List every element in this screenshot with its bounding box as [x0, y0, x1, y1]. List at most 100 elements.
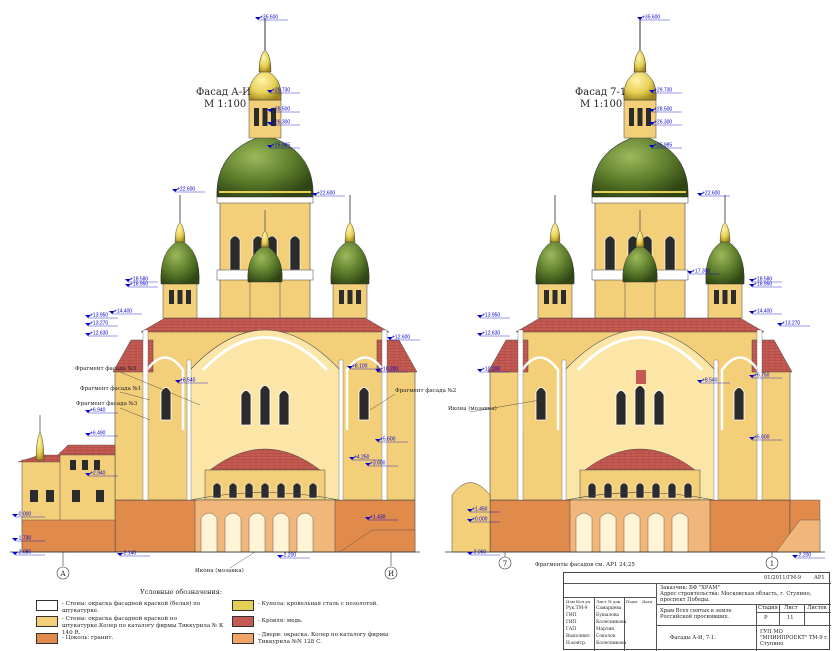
level-marker-icon	[12, 538, 18, 541]
level-label: +3.600	[370, 461, 386, 467]
callout-icon-left: Икона (мозаика)	[195, 567, 244, 574]
legend-swatch-dome	[232, 600, 254, 611]
level-label: +8.540	[702, 378, 718, 384]
level-label: -2.080	[17, 550, 31, 556]
level-marker-icon	[477, 369, 483, 372]
level-marker-icon	[267, 90, 273, 93]
level-label: +13.950	[90, 313, 108, 319]
stamp-role-3: ГАП	[566, 627, 577, 632]
level-label: +28.500	[272, 107, 290, 113]
legend-text-roof: - Кровля: медь.	[258, 618, 303, 624]
level-marker-icon	[649, 109, 655, 112]
stamp-col-sign: Подп.	[626, 599, 639, 604]
level-marker-icon	[267, 109, 273, 112]
stamp-sheets-label: Листов	[807, 605, 827, 611]
annex-left	[17, 415, 416, 553]
axis-1-label: 1	[770, 560, 774, 568]
level-marker-icon	[85, 315, 91, 318]
stamp-name-0: Самарцева	[596, 606, 622, 611]
level-marker-icon	[85, 473, 91, 476]
level-label: +25.985	[654, 143, 672, 149]
level-label: +1.430	[370, 515, 386, 521]
level-marker-icon	[365, 463, 371, 466]
level-marker-icon	[467, 519, 473, 522]
callout-frag2: Фрагмент фасада №2	[395, 387, 456, 394]
stamp-col-list: Лист	[596, 599, 607, 604]
level-label: -1.730	[17, 536, 31, 542]
level-label: +4.250	[354, 455, 370, 461]
stamp-code: 01/2011/ГМ-9	[764, 575, 802, 581]
callout-icon-right: Икона (мозаика)	[448, 405, 497, 412]
level-marker-icon	[349, 457, 355, 460]
facade-left-title: Фасад А-И	[196, 87, 251, 98]
stamp-col-koluch: Кол.уч	[576, 599, 591, 604]
level-label: +8.540	[180, 378, 196, 384]
stamp-customer: Заказчик: БФ "ХРАМ"	[660, 585, 720, 591]
level-marker-icon	[117, 553, 123, 556]
level-marker-icon	[649, 90, 655, 93]
level-marker-icon	[749, 284, 755, 287]
level-label: +14.400	[754, 309, 772, 315]
legend-swatch-doors	[232, 633, 254, 644]
level-marker-icon	[85, 333, 91, 336]
level-label: +16.950	[130, 282, 148, 288]
annex-right	[451, 370, 821, 553]
level-label: +18.580	[754, 277, 772, 283]
stamp-role-0: Рук.ТМ-9	[566, 606, 588, 611]
level-marker-icon	[267, 122, 273, 125]
stamp-role-4: Выполнил	[566, 634, 590, 639]
stamp-sheet-code: АР1	[814, 575, 825, 581]
legend-text-yellow-wall: - Стены: окраска фасадной краской по шту…	[62, 616, 224, 636]
level-label: +6.750	[754, 373, 770, 379]
level-label: +22.600	[317, 191, 335, 197]
level-label: +35.600	[642, 15, 660, 21]
level-marker-icon	[749, 437, 755, 440]
stamp-sheet: 11	[787, 615, 794, 621]
stamp-sheet-label: Лист	[784, 605, 798, 611]
level-marker-icon	[375, 439, 381, 442]
level-label: +29.730	[272, 88, 290, 94]
legend-swatch-roof	[232, 616, 254, 627]
stamp-project-name: Храм Всех святых в земле Российской прос…	[660, 608, 732, 620]
level-label: +1.450	[472, 507, 488, 513]
facade-left-scale: М 1:100	[204, 99, 246, 110]
level-marker-icon	[347, 366, 353, 369]
level-marker-icon	[467, 552, 473, 555]
level-marker-icon	[697, 380, 703, 383]
axis-markers	[56, 552, 779, 580]
level-marker-icon	[749, 311, 755, 314]
level-marker-icon	[637, 17, 643, 20]
level-marker-icon	[375, 369, 381, 372]
level-marker-icon	[387, 337, 393, 340]
level-label: +10.200	[482, 367, 500, 373]
levels-left: +35.600+29.730+28.500+26.300+25.985+22.6…	[12, 15, 420, 559]
legend-text-doors: - Двери: окраска. Колер по каталогу фирм…	[258, 632, 389, 645]
level-marker-icon	[312, 193, 318, 196]
level-label: +8.100	[352, 364, 368, 370]
level-label: +13.270	[782, 321, 800, 327]
callout-frag3: Фрагмент фасада №3	[76, 400, 138, 407]
stamp-org: ГУП МО "МНИИПРОЕКТ" ТМ-9 г. Ступино	[760, 629, 829, 647]
level-label: -0.000	[17, 512, 31, 518]
level-marker-icon	[125, 279, 131, 282]
level-label: +26.300	[654, 120, 672, 126]
callout-frag-ref: Фрагменты фасадов см. АР1 24,25	[535, 561, 635, 568]
level-marker-icon	[12, 552, 18, 555]
legend-swatch-yellow-wall	[36, 616, 58, 627]
level-label: +16.950	[754, 282, 772, 288]
level-label: +13.950	[482, 313, 500, 319]
level-label: +22.600	[702, 191, 720, 197]
level-label: +17.300	[692, 269, 710, 275]
stamp-name-5: Колесникова	[596, 641, 627, 646]
level-marker-icon	[255, 17, 261, 20]
level-label: +14.400	[114, 309, 132, 315]
level-marker-icon	[649, 145, 655, 148]
level-label: +13.270	[90, 321, 108, 327]
stamp-drawing-name: Фасады А-И, 7-1.	[670, 635, 716, 641]
level-marker-icon	[85, 410, 91, 413]
stamp-name-4: Соколов	[596, 634, 616, 639]
levels-right: +35.600+29.730+28.500+26.300+25.985+22.6…	[467, 15, 825, 559]
level-label: +6.490	[90, 431, 106, 437]
legend-text-white-wall: - Стены: окраска фасадной краской (белая…	[62, 601, 201, 614]
stamp-stage-label: Стадия	[758, 605, 778, 611]
